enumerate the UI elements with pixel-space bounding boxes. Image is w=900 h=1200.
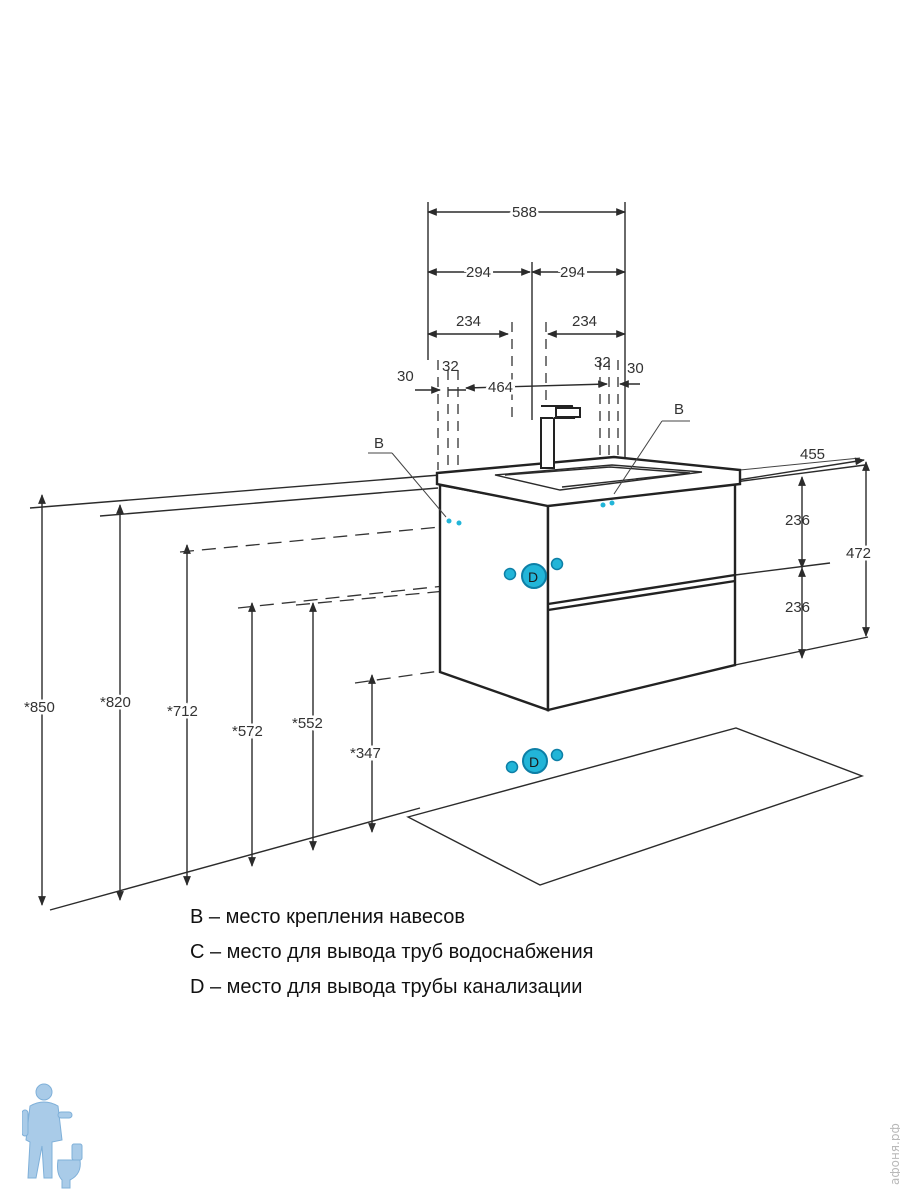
dim-455: 455	[800, 446, 825, 463]
dim-234-right: 234	[572, 313, 597, 330]
b-mounting-points	[368, 420, 690, 526]
vanity-cabinet	[438, 480, 737, 712]
dim-236-upper: 236	[785, 512, 810, 529]
height-dimension-lines	[38, 494, 376, 906]
floor-outline	[406, 727, 865, 886]
site-watermark: афоня.рф	[872, 1070, 900, 1190]
dim-294-right: 294	[560, 264, 585, 281]
dim-572: *572	[232, 723, 263, 740]
legend-line-b: B – место крепления навесов	[190, 906, 465, 928]
d-upper-label: D	[528, 569, 538, 585]
dim-712: *712	[167, 703, 198, 720]
b-right-label: B	[674, 401, 684, 418]
plumber-with-toilet-logo	[22, 1083, 83, 1189]
watermark-text: афоня.рф	[888, 1123, 900, 1185]
floor-line	[49, 807, 421, 911]
dim-820: *820	[100, 694, 131, 711]
faucet	[540, 405, 581, 469]
legend-line-c: C – место для вывода труб водоснабжения	[190, 941, 594, 963]
dim-294-left: 294	[466, 264, 491, 281]
top-dimension-lines	[415, 202, 640, 525]
dim-234-left: 234	[456, 313, 481, 330]
legend: B – место крепления навесов C – место дл…	[190, 902, 750, 1007]
wall-outline	[29, 457, 866, 517]
d-lower-label: D	[529, 754, 539, 770]
dim-30-left: 30	[397, 368, 414, 385]
b-left-label: B	[374, 435, 384, 452]
dim-30-right: 30	[627, 360, 644, 377]
countertop-basin	[435, 455, 742, 508]
dim-464: 464	[488, 379, 513, 396]
dim-32-right: 32	[594, 354, 611, 371]
upper-drain-marker	[503, 557, 564, 589]
lower-drain-marker	[505, 748, 564, 774]
dim-32-left: 32	[442, 358, 459, 375]
dim-850: *850	[24, 699, 55, 716]
legend-line-d: D – место для вывода трубы канализации	[190, 976, 583, 998]
dim-236-lower: 236	[785, 599, 810, 616]
dim-472: 472	[846, 545, 871, 562]
dim-552: *552	[292, 715, 323, 732]
dim-588: 588	[512, 204, 537, 221]
dim-347: *347	[350, 745, 381, 762]
right-dimension-lines	[734, 457, 870, 666]
